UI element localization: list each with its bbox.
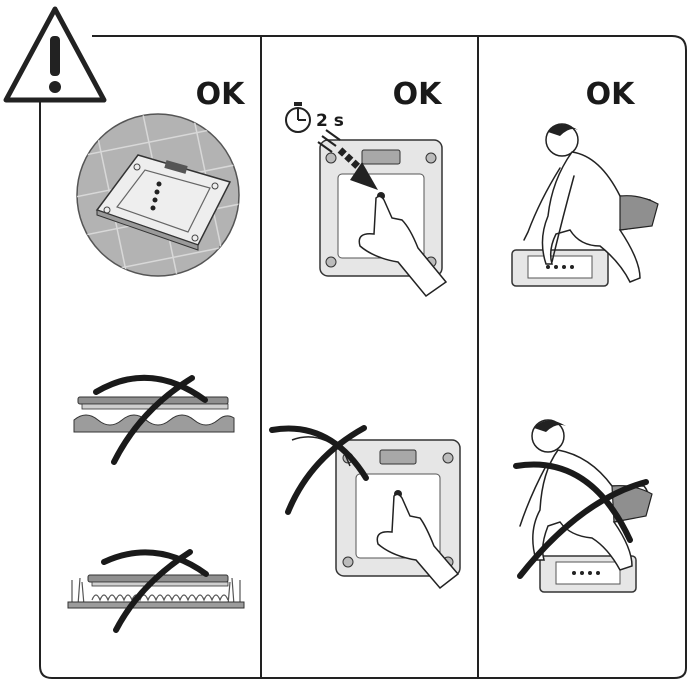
scale-on-flat-floor-illustration [76, 113, 240, 277]
finger-hand [358, 195, 448, 298]
scale-on-uneven-surface-illustration [73, 374, 235, 465]
scale-on-carpet-illustration [67, 549, 245, 633]
ok-label-panel-1: OK [196, 77, 247, 112]
warning-triangle-icon [3, 6, 107, 103]
press-duration-label: 2 s [316, 111, 344, 131]
person-pressing-scale-illustration [511, 123, 659, 287]
ok-label-panel-3: OK [586, 77, 637, 112]
cross-mark [93, 374, 208, 403]
scale-wrong-touch-illustration [269, 425, 461, 590]
stopwatch-icon [285, 102, 311, 133]
person-shorts [619, 195, 659, 231]
scale-press-button-illustration [317, 129, 448, 298]
ok-label-panel-2: OK [393, 77, 444, 112]
person-wrong-posture-illustration [513, 419, 653, 593]
press-arrow [350, 162, 378, 190]
scale-display [164, 160, 188, 174]
diagram-frame [39, 35, 687, 679]
